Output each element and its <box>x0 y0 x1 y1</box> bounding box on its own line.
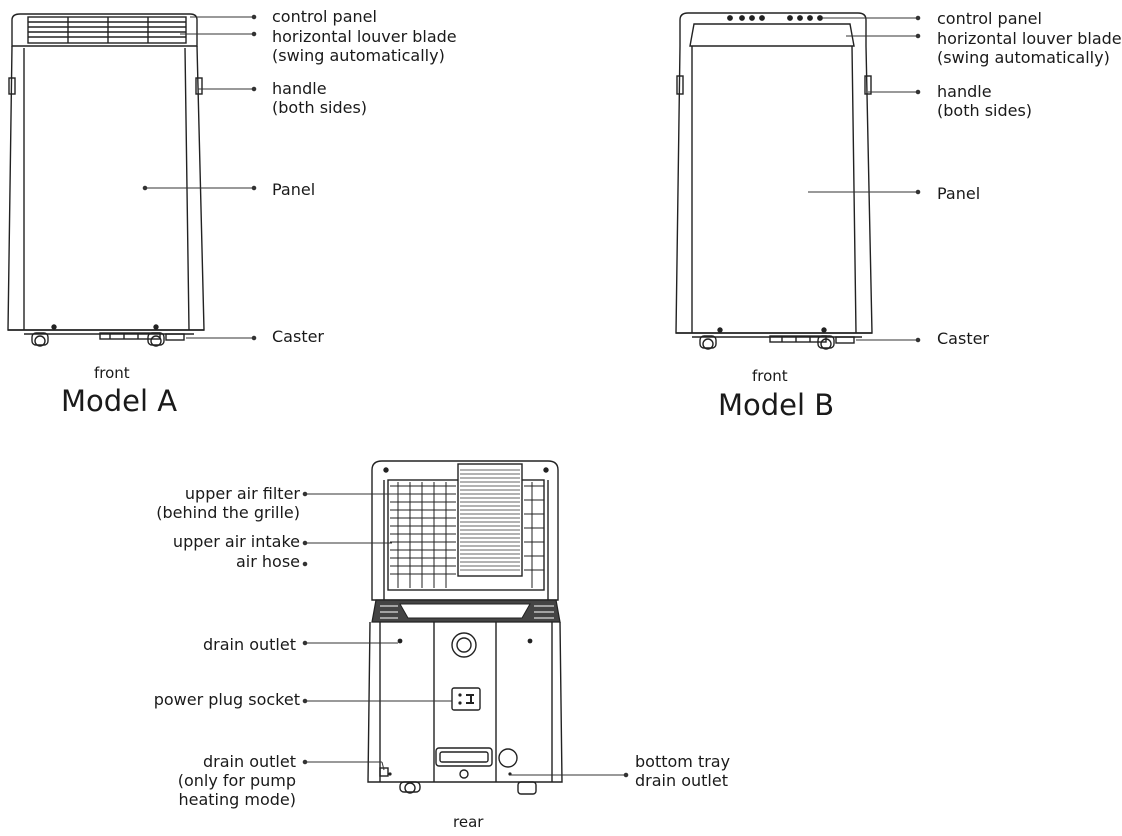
upper-air-filter-label: upper air filter (behind the grille) <box>156 484 300 522</box>
model-b-title: Model B <box>718 388 835 422</box>
model-b-panel-label: Panel <box>937 184 981 203</box>
model-a-control-panel-label: control panel <box>272 7 377 26</box>
model-b-view-caption: front <box>752 367 788 385</box>
bottom-tray-drain-outlet-label: bottom tray drain outlet <box>635 752 731 790</box>
model-a-panel-label: Panel <box>272 180 316 199</box>
upper-air-intake-label: upper air intake <box>172 532 300 551</box>
model-a-handle-label: handle (both sides) <box>272 79 368 117</box>
drain-outlet-label: drain outlet <box>203 635 296 654</box>
model-b-control-panel-label: control panel <box>937 9 1042 28</box>
rear-view-caption: rear <box>453 813 484 831</box>
model-b-handle-label: handle (both sides) <box>937 82 1033 120</box>
model-b-caster-label: Caster <box>937 329 990 348</box>
air-hose-label: air hose <box>235 552 300 571</box>
model-a-caster-label: Caster <box>272 327 325 346</box>
power-plug-socket-label: power plug socket <box>153 690 300 709</box>
drain-outlet-pump-label: drain outlet (only for pump heating mode… <box>177 752 296 809</box>
model-a-view-caption: front <box>94 364 130 382</box>
model-b-louver-label: horizontal louver blade (swing automatic… <box>937 29 1122 67</box>
model-a-title: Model A <box>61 384 178 418</box>
model-a-louver-label: horizontal louver blade (swing automatic… <box>272 27 457 65</box>
